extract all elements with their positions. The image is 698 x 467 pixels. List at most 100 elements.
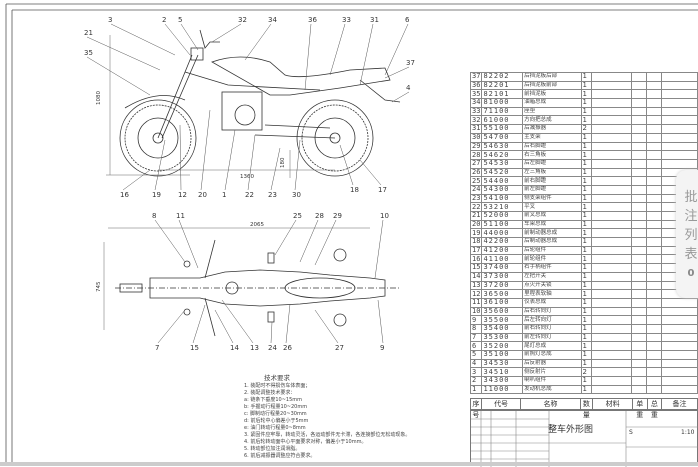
parts-seq: 12 bbox=[469, 289, 483, 299]
parts-empty-cell bbox=[591, 158, 633, 169]
parts-empty-cell bbox=[591, 228, 633, 239]
parts-qty: 1 bbox=[580, 376, 593, 386]
parts-code: 54620 bbox=[481, 150, 524, 160]
header-unit-weight: 单重 bbox=[633, 399, 648, 419]
parts-empty-cell bbox=[591, 211, 633, 221]
parts-name: 右手柄组件 bbox=[522, 263, 582, 273]
tech-line: a: 链条下垂度10~15mm bbox=[244, 397, 302, 403]
leader-line bbox=[164, 23, 191, 56]
leader-line bbox=[384, 23, 409, 76]
parts-empty-cell bbox=[660, 376, 698, 386]
parts-seq: 30 bbox=[469, 132, 483, 143]
parts-seq: 6 bbox=[469, 341, 483, 351]
callout-side: 12 bbox=[178, 191, 187, 199]
callout-side: 19 bbox=[152, 191, 161, 199]
parts-code: 35500 bbox=[481, 315, 524, 325]
parts-seq: 35 bbox=[469, 89, 483, 100]
parts-code: 81000 bbox=[481, 98, 524, 108]
callout-side: 18 bbox=[350, 186, 359, 194]
parts-empty-cell bbox=[591, 280, 633, 291]
parts-empty-cell bbox=[591, 315, 633, 325]
leader-line bbox=[329, 23, 346, 76]
parts-empty-cell bbox=[591, 176, 633, 186]
parts-empty-cell bbox=[591, 141, 633, 152]
leader-line bbox=[110, 23, 176, 56]
parts-name: 前左转向灯 bbox=[522, 332, 582, 343]
parts-empty-cell bbox=[631, 358, 648, 369]
parts-qty: 1 bbox=[580, 115, 593, 126]
parts-code: 71100 bbox=[481, 106, 524, 117]
parts-empty-cell bbox=[646, 367, 662, 378]
parts-seq: 20 bbox=[469, 219, 483, 230]
parts-name: 座垫 bbox=[522, 106, 582, 117]
parts-code: 37400 bbox=[481, 263, 524, 273]
callout-side: 3 bbox=[108, 16, 112, 24]
parts-name: 侧支架组件 bbox=[522, 193, 582, 204]
horizontal-scrollbar[interactable] bbox=[0, 462, 698, 466]
parts-empty-cell bbox=[646, 289, 662, 299]
parts-seq: 3 bbox=[469, 367, 483, 378]
parts-empty-cell bbox=[591, 376, 633, 386]
parts-empty-cell bbox=[646, 280, 662, 291]
tech-line: e: 油门转动行程量0~8mm bbox=[244, 425, 306, 431]
parts-seq: 18 bbox=[469, 237, 483, 247]
parts-seq: 5 bbox=[469, 350, 483, 360]
parts-qty: 1 bbox=[580, 237, 593, 247]
parts-empty-cell bbox=[660, 332, 698, 343]
parts-name: 前照灯总成 bbox=[522, 350, 582, 360]
parts-empty-cell bbox=[631, 289, 648, 299]
leader-line bbox=[224, 129, 236, 191]
parts-empty-cell bbox=[660, 132, 698, 143]
parts-seq: 32 bbox=[469, 115, 483, 126]
leader-line bbox=[86, 36, 161, 71]
parts-code: 54700 bbox=[481, 132, 524, 143]
parts-empty-cell bbox=[660, 98, 698, 108]
drawing-title: 整车外形图 bbox=[548, 425, 594, 435]
dim-clearance: 180 bbox=[280, 157, 286, 168]
parts-empty-cell bbox=[646, 376, 662, 386]
parts-name: 前挡泥板 bbox=[522, 89, 582, 100]
parts-empty-cell bbox=[591, 193, 633, 204]
dim-wheelbase: 1360 bbox=[240, 174, 254, 180]
parts-empty-cell bbox=[646, 158, 662, 169]
parts-empty-cell bbox=[660, 350, 698, 360]
parts-empty-cell bbox=[660, 306, 698, 317]
callout-top: 29 bbox=[333, 212, 342, 220]
parts-name: 油箱总成 bbox=[522, 98, 582, 108]
header-name: 名称 bbox=[521, 399, 581, 409]
parts-empty-cell bbox=[660, 158, 698, 169]
parts-empty-cell bbox=[646, 193, 662, 204]
parts-empty-cell bbox=[631, 323, 648, 334]
parts-empty-cell bbox=[631, 150, 648, 160]
parts-name: 后右脚蹬 bbox=[522, 141, 582, 152]
parts-qty: 1 bbox=[580, 141, 593, 152]
parts-empty-cell bbox=[591, 341, 633, 351]
scale: 1:10 bbox=[681, 429, 695, 436]
parts-name: 前制动器总成 bbox=[522, 228, 582, 239]
parts-qty: 1 bbox=[580, 358, 593, 369]
leader-line bbox=[285, 303, 291, 344]
parts-list-header: 序号 代号 名称 数量 材料 单重 总重 备注 bbox=[470, 398, 698, 419]
parts-name: 方向把总成 bbox=[522, 115, 582, 126]
callout-side: 30 bbox=[292, 191, 301, 199]
parts-empty-cell bbox=[646, 150, 662, 160]
annotation-list-panel[interactable]: 批注列表 0 bbox=[676, 170, 698, 298]
parts-empty-cell bbox=[646, 132, 662, 143]
parts-empty-cell bbox=[631, 376, 648, 386]
leader-line bbox=[384, 66, 410, 79]
tech-line: 2. 装配调整技术要求： bbox=[244, 390, 296, 396]
